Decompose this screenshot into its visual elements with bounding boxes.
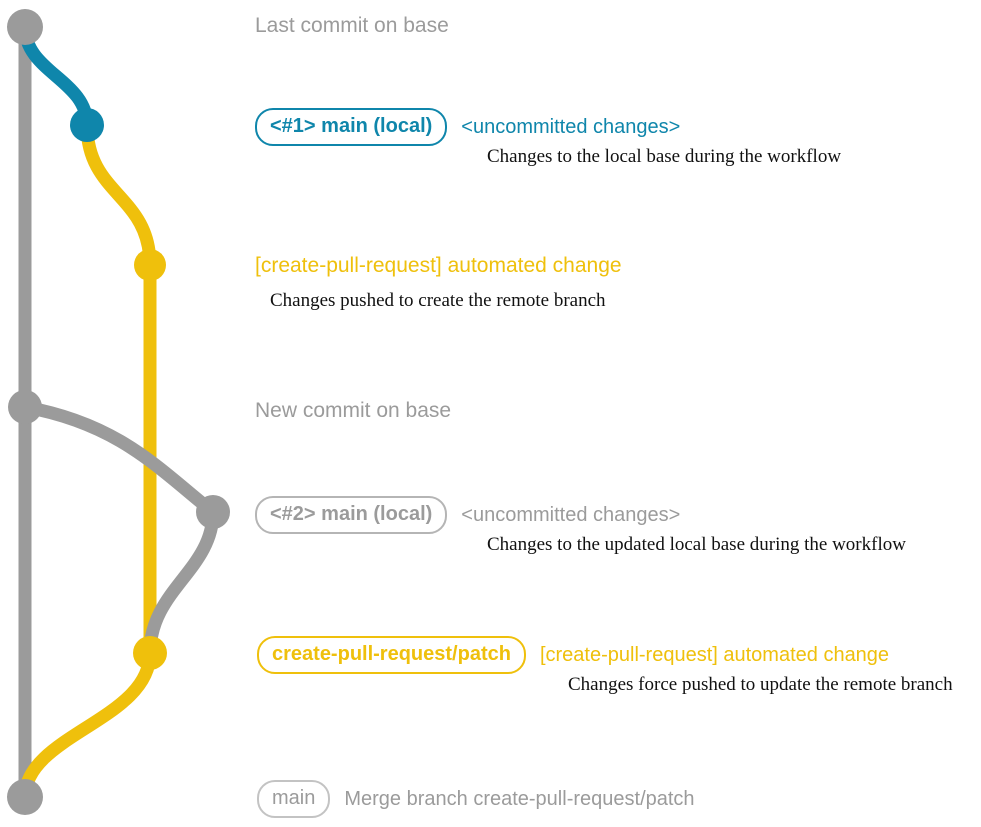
branch-badge-create-pull-request-patch[interactable]: create-pull-request/patch <box>257 636 526 674</box>
commit-row-remote-2: create-pull-request/patch [create-pull-r… <box>257 636 889 674</box>
commit-subject-remote-1: [create-pull-request] automated change <box>255 254 622 277</box>
commit-node-remote-2[interactable] <box>133 636 167 670</box>
edge-base-to-local2 <box>18 400 220 519</box>
commit-description-local-1: Changes to the local base during the wor… <box>487 146 842 167</box>
commit-node-base-top[interactable] <box>7 9 43 45</box>
edge-local2-to-remote2 <box>143 505 220 660</box>
edge-local1-to-remote1 <box>80 118 157 272</box>
commit-description-local-2: Changes to the updated local base during… <box>487 534 906 555</box>
commit-subject-local-1: <uncommitted changes> <box>461 115 681 138</box>
commit-subject-local-2: <uncommitted changes> <box>461 503 681 526</box>
branch-badge-local-2[interactable]: <#2> main (local) <box>255 496 448 534</box>
branch-badge-local-1[interactable]: <#1> main (local) <box>255 108 448 146</box>
section-title-last-commit-on-base: Last commit on base <box>255 14 449 37</box>
commit-row-local-1: <#1> main (local) <uncommitted changes> <box>255 108 680 146</box>
edge-remote2-to-merge <box>18 646 157 804</box>
commit-description-remote-1: Changes pushed to create the remote bran… <box>270 290 606 311</box>
commit-node-remote-1[interactable] <box>134 249 166 281</box>
commit-node-base-merge[interactable] <box>7 779 43 815</box>
commit-subject-remote-2: [create-pull-request] automated change <box>539 643 890 666</box>
branch-badge-main[interactable]: main <box>257 780 331 818</box>
commit-node-local-1[interactable] <box>70 108 104 142</box>
commit-node-base-new[interactable] <box>8 390 42 424</box>
section-title-new-commit-on-base: New commit on base <box>255 399 452 422</box>
commit-row-local-2: <#2> main (local) <uncommitted changes> <box>255 496 680 534</box>
commit-row-merge: main Merge branch create-pull-request/pa… <box>257 780 695 818</box>
commit-description-remote-2: Changes force pushed to update the remot… <box>568 674 953 695</box>
commit-node-local-2[interactable] <box>196 495 230 529</box>
commit-subject-merge: Merge branch create-pull-request/patch <box>344 787 695 810</box>
